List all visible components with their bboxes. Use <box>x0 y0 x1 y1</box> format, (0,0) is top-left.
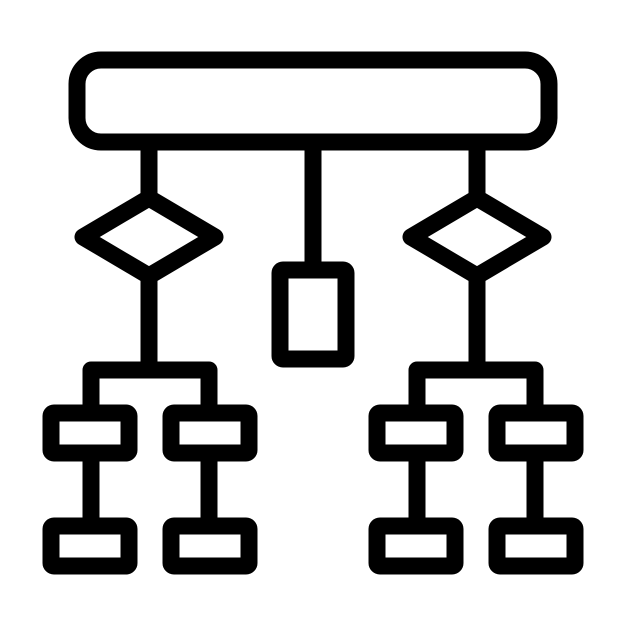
leaf-node-lower-4 <box>488 517 584 575</box>
center-process-node <box>271 261 355 368</box>
top-bar-node <box>68 51 558 151</box>
left-decision-node <box>74 189 224 285</box>
leaf-node-upper-4 <box>488 404 584 462</box>
left-branch-splitter <box>82 361 218 412</box>
leaf-node-upper-1 <box>42 404 138 462</box>
leaf-node-upper-2 <box>162 404 258 462</box>
right-branch-splitter <box>408 361 544 412</box>
leaf-node-lower-1 <box>42 517 138 575</box>
right-decision-node <box>402 189 552 285</box>
leaf-node-lower-2 <box>162 517 258 575</box>
leaf-node-upper-3 <box>368 404 464 462</box>
leaf-node-lower-3 <box>368 517 464 575</box>
